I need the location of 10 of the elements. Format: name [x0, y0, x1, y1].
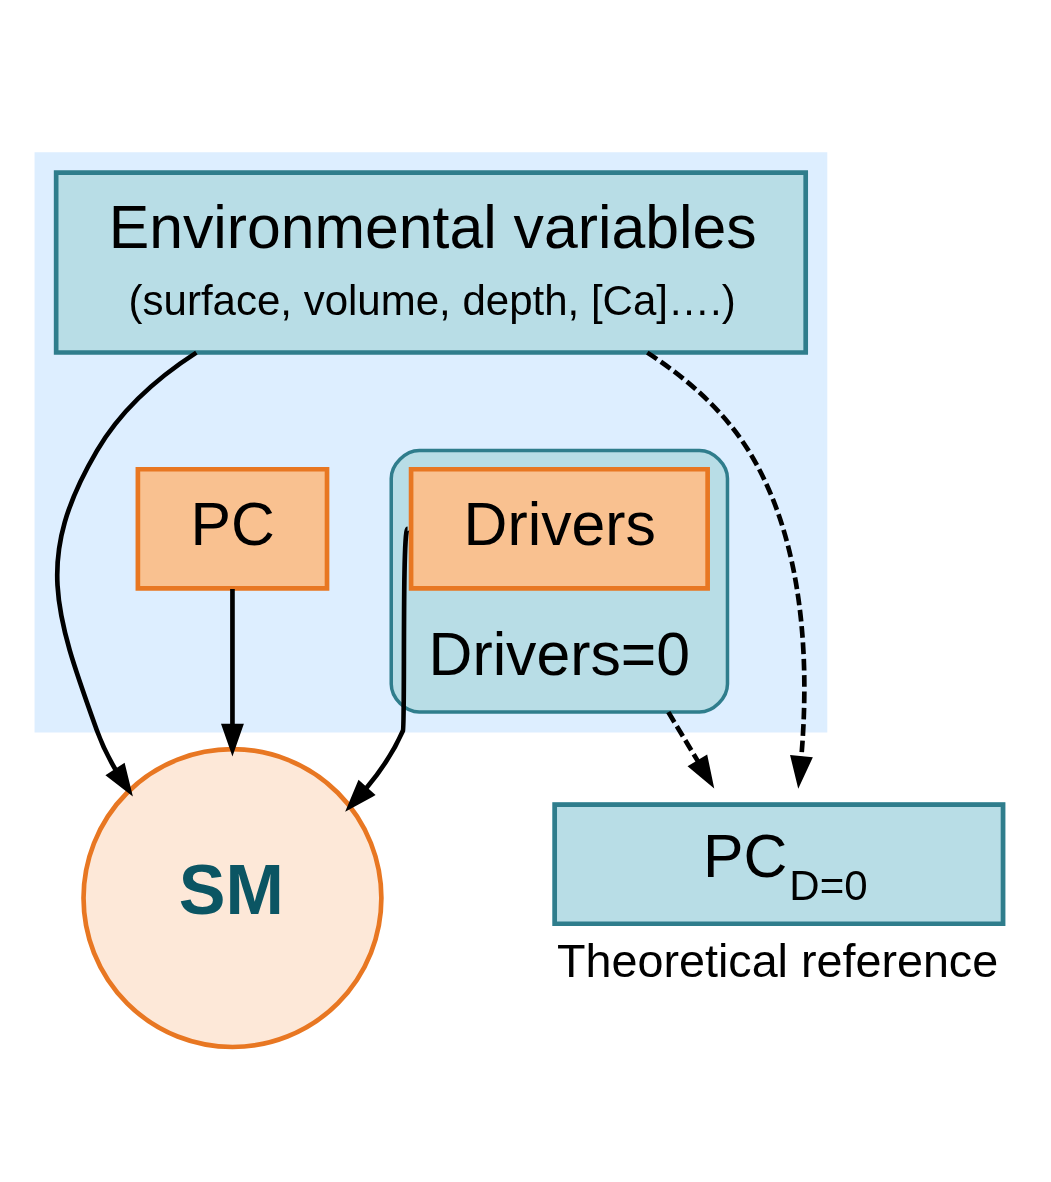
- arrow: [666, 710, 715, 789]
- arrow: [646, 350, 813, 789]
- node-box: Drivers: [408, 466, 710, 591]
- node-label: Theoretical reference: [557, 935, 999, 988]
- node-circle: SM: [81, 746, 384, 1050]
- arrow: [55, 350, 198, 797]
- cluster: [34, 152, 828, 733]
- arrow: [221, 588, 244, 757]
- node-box: Environmental variables (surface, volume, depth, [Ca]….): [53, 170, 809, 355]
- node-box: PC: [135, 466, 330, 591]
